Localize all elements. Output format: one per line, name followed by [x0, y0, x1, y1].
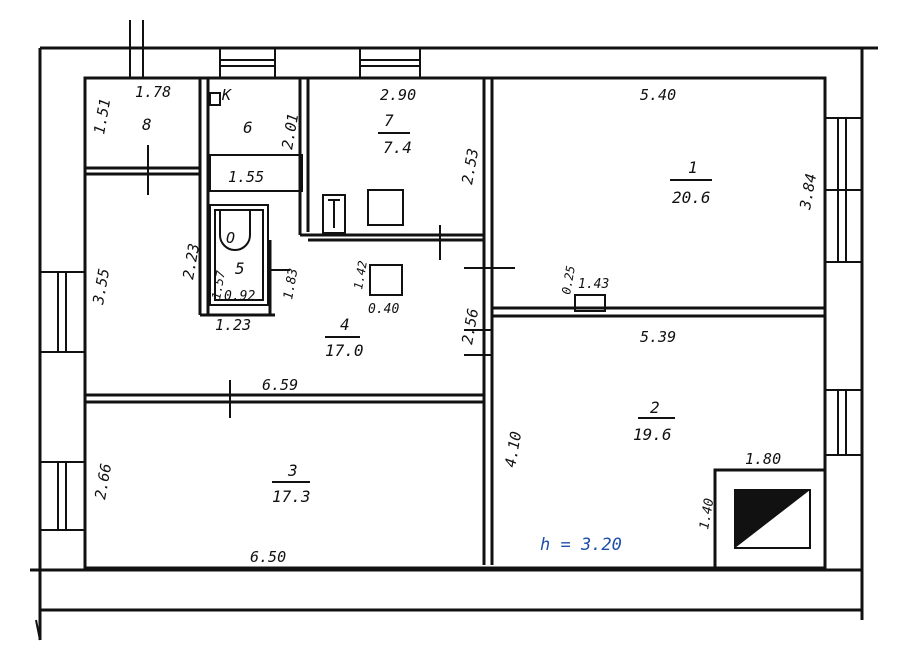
- dim-r2-width: 5.39: [640, 328, 676, 346]
- dim-r6-height: 2.01: [278, 112, 302, 151]
- room-5-number: 5: [235, 259, 245, 278]
- dim-niche-h: 0.25: [559, 265, 578, 296]
- dim-corr-height: 3.55: [89, 267, 113, 307]
- dim-corr-small: 2.23: [179, 242, 203, 281]
- dim-r3-height: 2.66: [91, 462, 115, 501]
- dim-r7-height: 2.53: [458, 147, 482, 186]
- dim-toilet-h: 1.57: [209, 269, 228, 301]
- dim-r7-width: 2.90: [380, 86, 416, 104]
- room-2-number: 2: [650, 398, 660, 417]
- dim-bath: 1.55: [228, 168, 264, 186]
- dim-r4-height: 2.56: [458, 307, 482, 346]
- dim-r1-width: 5.40: [640, 86, 676, 104]
- room-4-number: 4: [340, 315, 350, 334]
- dim-toilet-outer: 1.23: [215, 316, 251, 334]
- dim-r8-width: 1.78: [135, 83, 171, 101]
- dim-stove-h: 1.40: [697, 497, 717, 531]
- room-3-number: 3: [287, 461, 298, 480]
- dim-toilet-h2: 1.83: [281, 267, 301, 300]
- room-6-number: 6: [243, 118, 253, 137]
- dim-r2-height: 4.10: [501, 430, 525, 469]
- room-4-area: 17.0: [325, 341, 364, 360]
- dim-closet-h: 1.42: [351, 260, 370, 291]
- stove-letter: K: [221, 86, 232, 104]
- dim-toilet-w: 0.92: [224, 289, 255, 304]
- outer-walls: [30, 46, 878, 641]
- stove: [713, 468, 827, 570]
- room-1-number: 1: [688, 158, 698, 177]
- windows: [40, 20, 862, 531]
- room-8-number: 8: [142, 115, 152, 134]
- dim-niche-w: 1.43: [578, 277, 609, 292]
- room-7-number: 7: [384, 111, 394, 130]
- ceiling-height: h = 3.20: [540, 535, 622, 555]
- interior-walls: [85, 78, 825, 565]
- room-7-area: 7.4: [383, 138, 412, 157]
- dim-r3-width: 6.50: [250, 548, 286, 566]
- dim-closet-w: 0.40: [368, 302, 399, 317]
- dim-r8-height: 1.51: [90, 97, 114, 136]
- room-1-area: 20.6: [672, 188, 711, 207]
- toilet-letter: O: [226, 229, 235, 247]
- dim-r4-width: 6.59: [262, 376, 298, 394]
- room-2-area: 19.6: [633, 425, 672, 444]
- room-3-area: 17.3: [272, 487, 311, 506]
- dim-stove-w: 1.80: [745, 450, 781, 468]
- dim-r1-height: 3.84: [796, 172, 820, 212]
